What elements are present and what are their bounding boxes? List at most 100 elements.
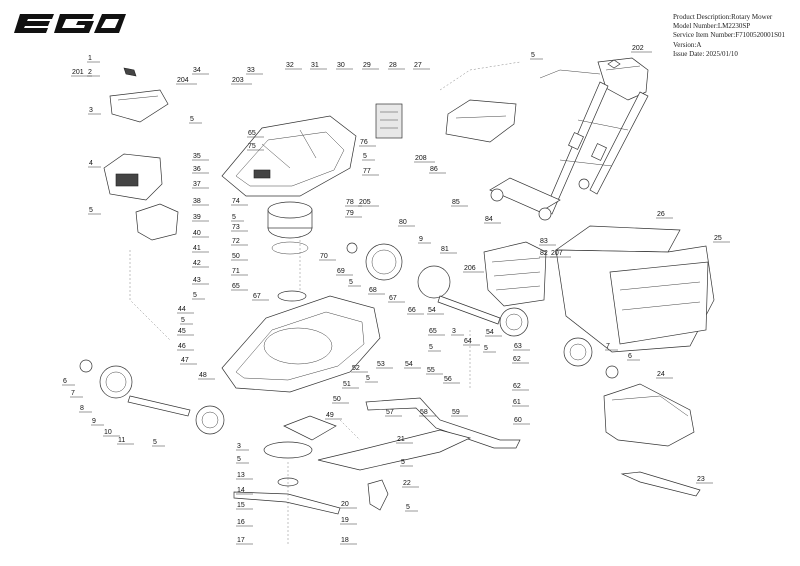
callout-label: 27 xyxy=(414,62,422,69)
callout-label: 66 xyxy=(408,307,416,314)
callout-label: 50 xyxy=(232,253,240,260)
part-drawings xyxy=(79,57,715,546)
callout-label: 15 xyxy=(237,502,245,509)
callout-label: 5 xyxy=(349,279,353,286)
callout-label: 43 xyxy=(193,277,201,284)
callout-label: 70 xyxy=(320,253,328,260)
callout-label: 202 xyxy=(632,45,644,52)
callout-label: 5 xyxy=(484,345,488,352)
callout-label: 25 xyxy=(714,235,722,242)
callout-label: 5 xyxy=(406,504,410,511)
callout-label: 85 xyxy=(452,199,460,206)
callout-label: 26 xyxy=(657,211,665,218)
callout-label: 20 xyxy=(341,501,349,508)
callout-label: 77 xyxy=(363,168,371,175)
rear-door xyxy=(445,99,517,143)
callout-label: 76 xyxy=(360,139,368,146)
rear-axle xyxy=(437,295,501,325)
callout-label: 65 xyxy=(232,283,240,290)
callout-label: 45 xyxy=(178,328,186,335)
callout-label: 42 xyxy=(193,260,201,267)
callout-label: 41 xyxy=(193,245,201,252)
callout-label: 62 xyxy=(513,356,521,363)
handle-assembly xyxy=(489,57,649,221)
callout-label: 47 xyxy=(181,357,189,364)
callout-label: 48 xyxy=(199,372,207,379)
callout-label: 54 xyxy=(428,307,436,314)
callout-label: 58 xyxy=(420,409,428,416)
callout-label: 80 xyxy=(399,219,407,226)
callout-label: 55 xyxy=(427,367,435,374)
callout-label: 72 xyxy=(232,238,240,245)
callout-label: 10 xyxy=(104,429,112,436)
callout-label: 36 xyxy=(193,166,201,173)
callout-label: 54 xyxy=(405,361,413,368)
callout-label: 5 xyxy=(237,456,241,463)
callout-label: 49 xyxy=(326,412,334,419)
callout-label: 3 xyxy=(452,328,456,335)
motor-bracket xyxy=(135,203,179,241)
callout-label: 81 xyxy=(441,246,449,253)
callout-label: 44 xyxy=(178,306,186,313)
callout-label: 40 xyxy=(193,230,201,237)
callout-label: 34 xyxy=(193,67,201,74)
callout-label: 50 xyxy=(333,396,341,403)
callout-label: 201 xyxy=(72,69,84,76)
mower-deck xyxy=(221,290,381,393)
callout-label: 5 xyxy=(429,344,433,351)
callout-label: 207 xyxy=(551,250,563,257)
fan xyxy=(263,441,313,459)
callout-label: 83 xyxy=(540,238,548,245)
product-info-line: Product Description:Rotary Mower xyxy=(673,13,773,21)
callout-label: 79 xyxy=(346,210,354,217)
callout-label: 23 xyxy=(697,476,705,483)
product-info-line: Service Item Number:F7100520001S01 xyxy=(673,31,785,40)
callout-label: 65 xyxy=(429,328,437,335)
callout-label: 9 xyxy=(419,236,423,243)
callout-label: 5 xyxy=(401,459,405,466)
callout-label: 5 xyxy=(363,153,367,160)
callout-label: 5 xyxy=(193,292,197,299)
ego-logo: ® xyxy=(14,13,126,33)
product-info-line: Version:A xyxy=(673,40,702,49)
callout-label: 52 xyxy=(352,365,360,372)
callout-label: 71 xyxy=(232,268,240,275)
callout-label: 51 xyxy=(343,381,351,388)
front-axle xyxy=(127,395,191,417)
callout-label: 60 xyxy=(514,417,522,424)
callout-label: 67 xyxy=(389,295,397,302)
product-info-line: Issue Date: 2025/01/10 xyxy=(673,49,738,58)
grass-catcher xyxy=(554,225,715,353)
callout-label: 9 xyxy=(92,418,96,425)
callout-label: 56 xyxy=(444,376,452,383)
callout-label: 1 xyxy=(88,55,92,62)
callout-label: 7 xyxy=(71,390,75,397)
callout-label: 86 xyxy=(430,166,438,173)
callout-label: 38 xyxy=(193,198,201,205)
callout-label: 6 xyxy=(628,353,632,360)
main-housing xyxy=(221,115,357,197)
callout-label: 3 xyxy=(89,107,93,114)
callout-label: 4 xyxy=(89,160,93,167)
callout-label: 78 xyxy=(346,199,354,206)
blade xyxy=(233,491,341,515)
callout-label: 2 xyxy=(88,69,92,76)
callout-label: 59 xyxy=(452,409,460,416)
callout-label: 7 xyxy=(606,343,610,350)
callout-label: 63 xyxy=(514,343,522,350)
callout-label: 68 xyxy=(369,287,377,294)
controller xyxy=(375,103,403,139)
callout-label: 24 xyxy=(657,371,665,378)
callout-label: 5 xyxy=(531,52,535,59)
callout-label: 5 xyxy=(153,439,157,446)
callout-label: 203 xyxy=(232,77,244,84)
callout-label: 17 xyxy=(237,537,245,544)
callout-label: 57 xyxy=(386,409,394,416)
callout-label: 8 xyxy=(80,405,84,412)
callout-label: 21 xyxy=(397,436,405,443)
callout-label: 84 xyxy=(485,216,493,223)
callout-label: 5 xyxy=(232,214,236,221)
callout-label: 62 xyxy=(513,383,521,390)
callout-label: 74 xyxy=(232,198,240,205)
callout-label: 82 xyxy=(540,250,548,257)
